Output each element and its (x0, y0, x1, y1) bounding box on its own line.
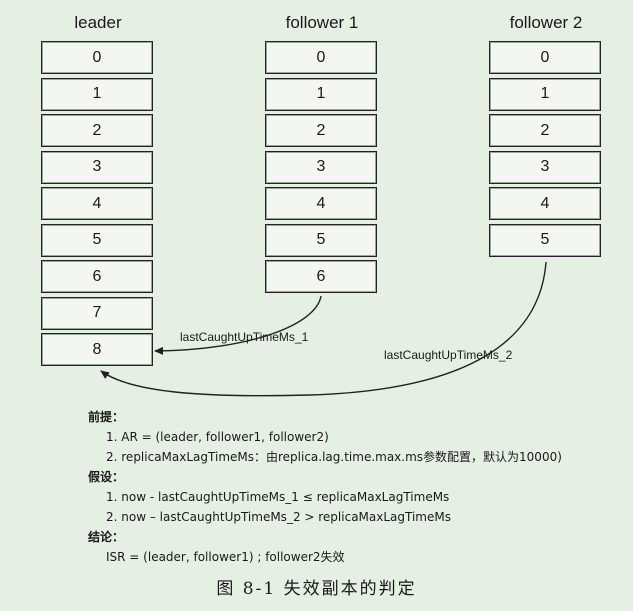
follower1-cell: 1 (265, 77, 377, 111)
conclusion-title: 结论： (88, 530, 125, 544)
conclusion-item: ISR = (leader, follower1) ; follower2失效 (106, 550, 345, 564)
follower2-cell: 0 (489, 41, 601, 74)
assume-title: 假设： (88, 470, 125, 484)
follower2-cell: 3 (489, 150, 601, 184)
follower1-cell: 0 (265, 41, 377, 74)
premise-item: 2. replicaMaxLagTimeMs：由replica.lag.time… (106, 450, 562, 464)
premise-title: 前提： (88, 410, 125, 424)
follower1-cell: 5 (265, 223, 377, 257)
arrow-label-1: lastCaughtUpTimeMs_1 (180, 330, 309, 344)
assume-item: 2. now – lastCaughtUpTimeMs_2 > replicaM… (106, 510, 451, 524)
follower2-cell: 2 (489, 114, 601, 147)
figure-caption: 图 8-1 失效副本的判定 (216, 579, 417, 599)
notes: 前提： 1. AR = (leader, follower1, follower… (88, 407, 562, 567)
leader-cell: 5 (41, 223, 153, 257)
follower2-cell: 4 (489, 187, 601, 220)
leader-cell: 4 (41, 187, 153, 220)
follower1-cell: 4 (265, 187, 377, 220)
leader-title: leader (74, 13, 122, 32)
follower2-cell: 1 (489, 77, 601, 111)
follower1-cell: 2 (265, 114, 377, 147)
follower1-cell: 6 (265, 260, 377, 293)
follower2-log: 0 1 2 3 4 5 (489, 41, 601, 260)
leader-cell: 6 (41, 260, 153, 293)
leader-cell: 1 (41, 77, 153, 111)
follower2-title: follower 2 (509, 13, 583, 32)
follower1-cell: 3 (265, 150, 377, 184)
follower1-log: 0 1 2 3 4 5 6 (265, 41, 377, 297)
assume-item: 1. now - lastCaughtUpTimeMs_1 ≤ replicaM… (106, 490, 450, 504)
follower2-cell: 5 (489, 223, 601, 257)
leader-cell: 3 (41, 150, 153, 184)
leader-cell: 8 (41, 333, 153, 366)
follower1-title: follower 1 (285, 13, 359, 32)
leader-cell: 0 (41, 41, 153, 74)
premise-item: 1. AR = (leader, follower1, follower2) (106, 430, 329, 444)
leader-cell: 7 (41, 296, 153, 330)
arrow-label-2: lastCaughtUpTimeMs_2 (384, 348, 513, 362)
leader-cell: 2 (41, 114, 153, 147)
follower1-arrow (154, 295, 322, 355)
follower2-arrow (100, 261, 547, 397)
leader-log: 0 1 2 3 4 5 6 7 8 (41, 41, 153, 370)
